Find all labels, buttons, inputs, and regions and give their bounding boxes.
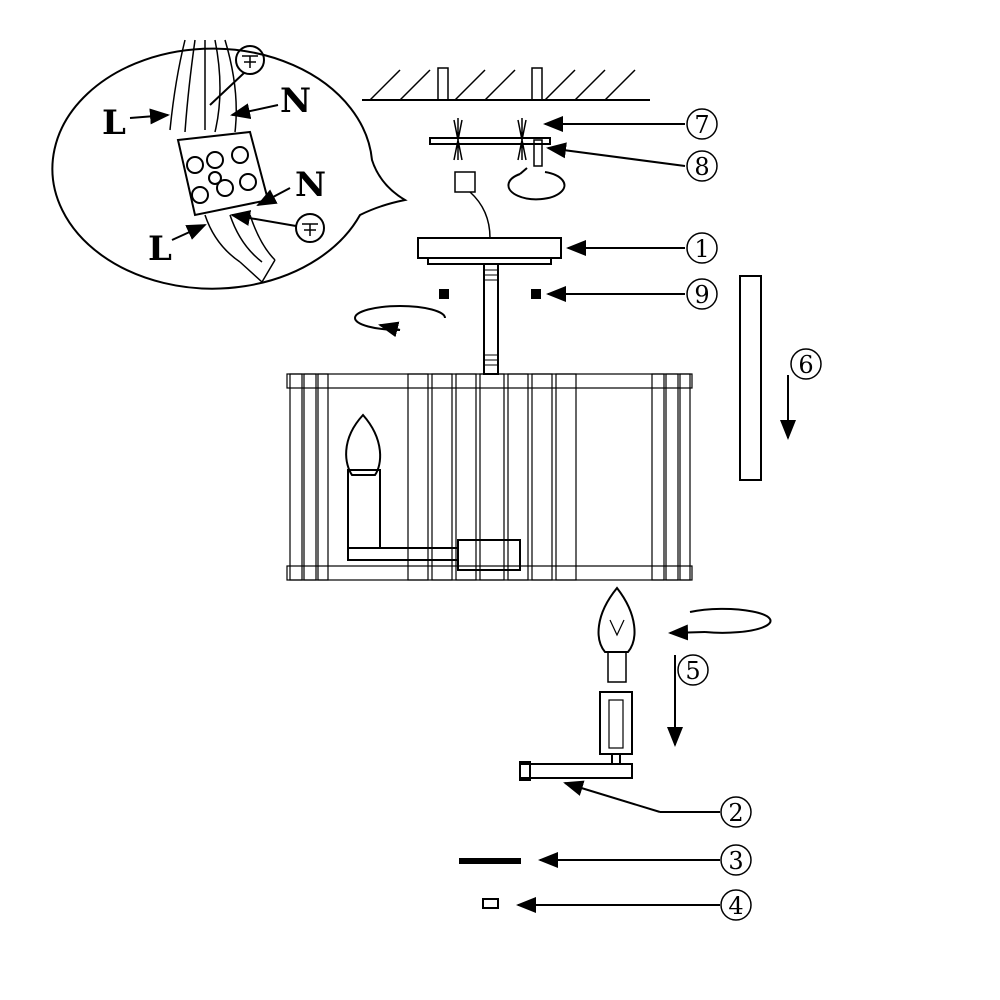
canopy xyxy=(354,237,562,375)
live-label-bottom: L xyxy=(148,229,172,269)
svg-text:8: 8 xyxy=(694,153,709,181)
live-label-top: L xyxy=(102,103,126,143)
neutral-label-top: N xyxy=(280,81,311,121)
wires xyxy=(169,39,276,284)
svg-text:2: 2 xyxy=(728,799,743,827)
callout-7: 7 xyxy=(686,108,718,140)
svg-text:1: 1 xyxy=(694,235,709,263)
svg-text:7: 7 xyxy=(694,111,709,139)
neutral-label-bottom: N xyxy=(295,165,326,205)
mounting-bracket xyxy=(429,118,566,239)
callout-4: 4 xyxy=(720,889,752,921)
wiring-detail-bubble xyxy=(51,39,408,290)
terminal-block xyxy=(176,130,270,217)
callout-arrows xyxy=(516,116,720,913)
ground-icon xyxy=(209,45,265,106)
callout-8: 8 xyxy=(686,150,718,182)
callout-2: 2 xyxy=(720,796,752,828)
callout-5: 5 xyxy=(677,654,709,686)
svg-text:3: 3 xyxy=(728,847,743,875)
ceiling xyxy=(362,67,650,101)
glass-bar xyxy=(739,275,796,481)
svg-text:5: 5 xyxy=(685,657,700,685)
callout-3: 3 xyxy=(720,844,752,876)
svg-text:6: 6 xyxy=(798,351,813,379)
callout-1: 1 xyxy=(686,232,718,264)
svg-text:4: 4 xyxy=(728,892,743,920)
bulb-and-socket xyxy=(519,586,772,781)
callout-9: 9 xyxy=(686,278,718,310)
part-rod xyxy=(459,858,521,864)
svg-text:9: 9 xyxy=(694,281,709,309)
lamp-shade xyxy=(286,373,693,581)
part-nut xyxy=(482,898,499,909)
callout-6: 6 xyxy=(790,348,822,380)
ground-icon xyxy=(230,210,325,243)
